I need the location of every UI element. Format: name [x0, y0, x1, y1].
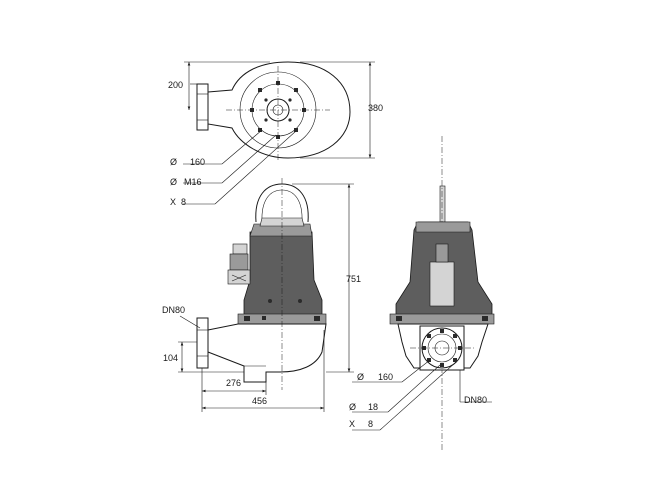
- top-view: 200 380 Ø 160 Ø M16 X 8: [168, 61, 383, 207]
- side-cable-box: [227, 243, 251, 285]
- front-dia-symbol-1: Ø: [357, 372, 364, 382]
- side-motor-housing: [243, 231, 323, 317]
- dim-380-label: 380: [368, 103, 383, 113]
- top-dia-value-m16: M16: [184, 177, 202, 187]
- front-outlet-dn80: DN80: [464, 395, 487, 405]
- front-view: Ø 160 Ø 18 X 8 DN80: [349, 136, 495, 450]
- front-dia-value-160: 160: [378, 372, 393, 382]
- side-outlet-dn80: DN80: [162, 305, 185, 315]
- top-count-value: 8: [181, 197, 186, 207]
- top-dia-symbol-2: Ø: [170, 177, 177, 187]
- dim-200-label: 200: [168, 80, 183, 90]
- top-count-prefix: X: [170, 197, 176, 207]
- side-dim-751: 751: [346, 274, 361, 284]
- front-dia-value-18: 18: [368, 402, 378, 412]
- front-count-value: 8: [368, 419, 373, 429]
- front-count-prefix: X: [349, 419, 355, 429]
- side-dim-276: 276: [226, 378, 241, 388]
- side-outlet-flange: [196, 317, 209, 369]
- side-dim-456: 456: [252, 396, 267, 406]
- top-dia-value-160: 160: [190, 157, 205, 167]
- side-volute: [207, 323, 327, 383]
- side-view: DN80 104 276 456 751: [162, 178, 361, 412]
- side-dim-104: 104: [163, 353, 178, 363]
- top-dia-symbol-1: Ø: [170, 157, 177, 167]
- front-handle: [439, 185, 446, 223]
- front-flange-band: [389, 313, 495, 325]
- top-outlet-flange: [196, 83, 209, 131]
- front-dia-symbol-2: Ø: [349, 402, 356, 412]
- front-cable-plate: [429, 261, 455, 307]
